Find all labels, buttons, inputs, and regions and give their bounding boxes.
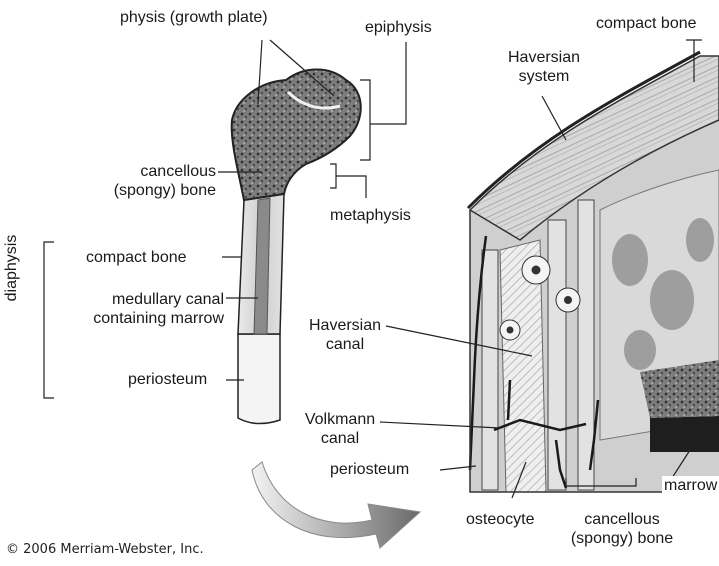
periosteum-right-label: periosteum bbox=[330, 460, 409, 479]
bone-cross-section bbox=[468, 52, 719, 492]
haversian-canal-line-1: Haversian bbox=[300, 316, 390, 335]
compact-bone-left-label: compact bone bbox=[86, 248, 187, 267]
medullary-canal-line-2: containing marrow bbox=[58, 309, 224, 328]
volkmann-canal-line-1: Volkmann bbox=[300, 410, 380, 429]
haversian-system-line-1: Haversian bbox=[494, 48, 594, 67]
epiphysis-label: epiphysis bbox=[365, 18, 432, 37]
medullary-canal-label: medullary canal containing marrow bbox=[58, 290, 224, 328]
copyright-notice: © 2006 Merriam-Webster, Inc. bbox=[6, 542, 204, 557]
volkmann-canal-label: Volkmann canal bbox=[300, 410, 380, 448]
cancellous-left-label: cancellous (spongy) bone bbox=[64, 162, 216, 200]
metaphysis-label: metaphysis bbox=[330, 206, 411, 225]
cancellous-right-label: cancellous (spongy) bone bbox=[560, 510, 684, 548]
marrow-block bbox=[650, 416, 719, 452]
periosteum-left-label: periosteum bbox=[128, 370, 207, 389]
haversian-canal-label: Haversian canal bbox=[300, 316, 390, 354]
long-bone bbox=[232, 70, 361, 424]
osteocyte-label: osteocyte bbox=[466, 510, 534, 529]
periosteum-sleeve bbox=[238, 334, 280, 424]
medullary-canal-line-1: medullary canal bbox=[58, 290, 224, 309]
volkmann-canal-line-2: canal bbox=[300, 429, 380, 448]
haversian-canal-line-2: canal bbox=[300, 335, 390, 354]
marrow-label: marrow bbox=[662, 476, 719, 495]
cancellous-left-line-2: (spongy) bone bbox=[64, 181, 216, 200]
physis-label: physis (growth plate) bbox=[120, 8, 268, 27]
bone-head bbox=[232, 70, 361, 201]
diaphysis-label: diaphysis bbox=[2, 218, 22, 318]
cancellous-right-line-1: cancellous bbox=[560, 510, 684, 529]
cancellous-right-line-2: (spongy) bone bbox=[560, 529, 684, 548]
compact-bone-top-label: compact bone bbox=[596, 14, 697, 33]
haversian-system-label: Haversian system bbox=[494, 48, 594, 86]
cancellous-left-line-1: cancellous bbox=[64, 162, 216, 181]
haversian-system-line-2: system bbox=[494, 67, 594, 86]
